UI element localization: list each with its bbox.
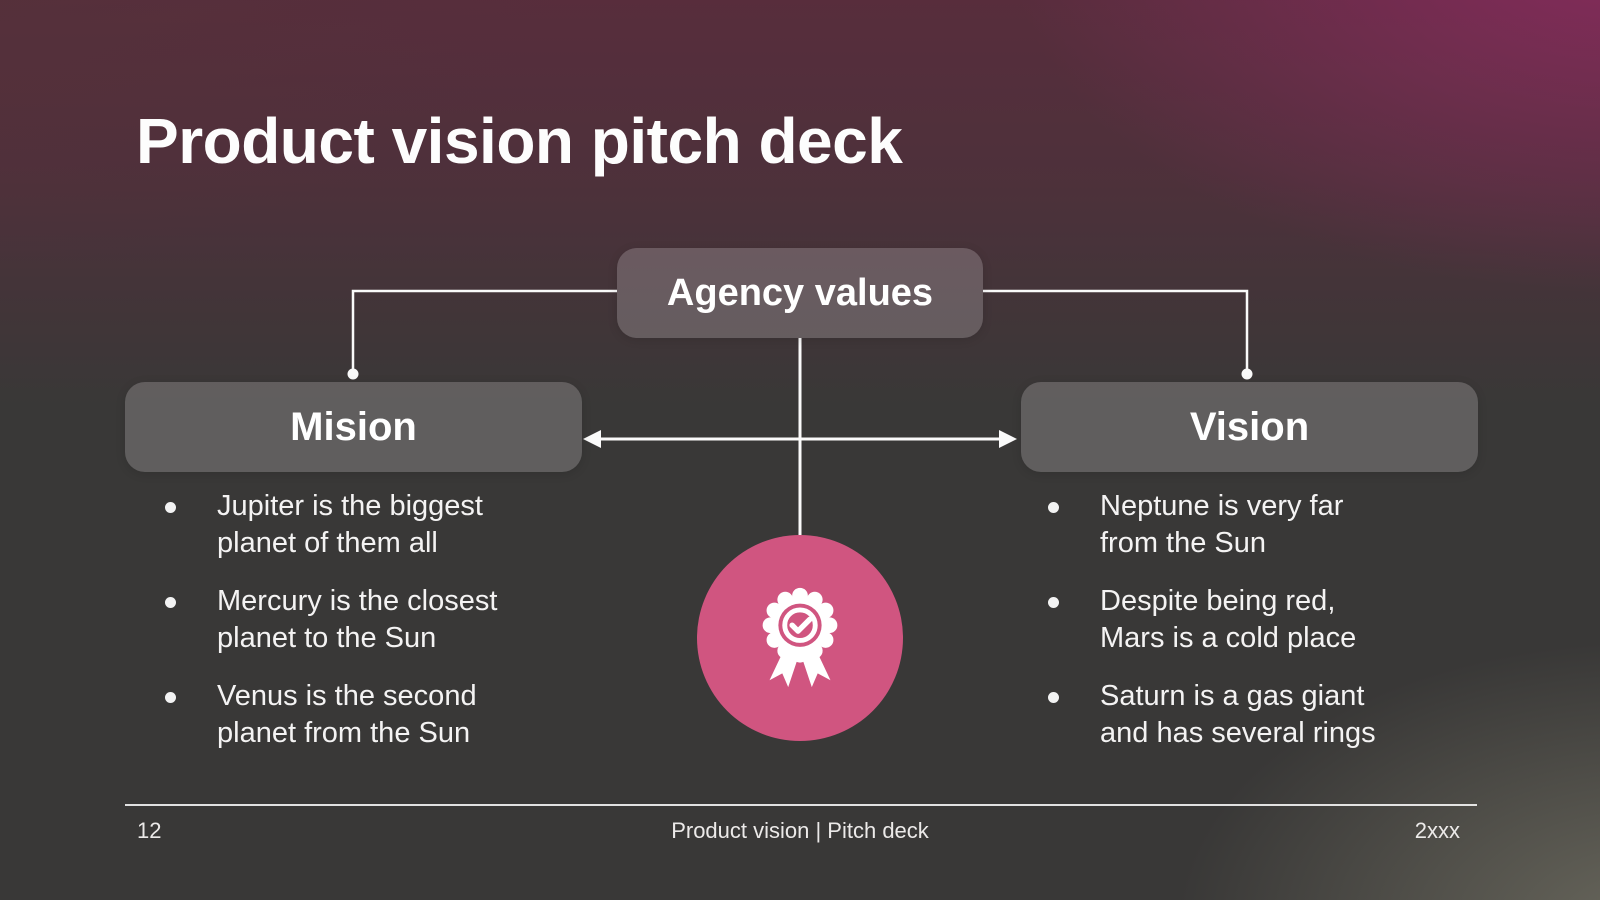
award-badge[interactable] <box>697 535 903 741</box>
list-item: Jupiter is the biggest planet of them al… <box>165 488 595 562</box>
bullet-text: Saturn is a gas giant and has several ri… <box>1100 680 1376 749</box>
list-item: Mercury is the closest planet to the Sun <box>165 583 595 657</box>
ribbon-tails <box>769 644 831 688</box>
vision-bullet-list[interactable]: Neptune is very far from the Sun Despite… <box>1048 488 1478 773</box>
bullet-dot-icon <box>165 597 176 608</box>
bullet-text: Despite being red, Mars is a cold place <box>1100 585 1357 654</box>
page-number: 12 <box>137 818 162 843</box>
award-badge-icon <box>762 587 838 688</box>
arrowhead-left-icon <box>583 430 601 448</box>
mision-bullet-list[interactable]: Jupiter is the biggest planet of them al… <box>165 488 595 773</box>
bullet-dot-icon <box>165 502 176 513</box>
bullet-text: Venus is the second planet from the Sun <box>217 680 477 749</box>
checkmark-icon <box>789 616 813 634</box>
elbow-connector-left <box>351 289 617 369</box>
bullet-dot-icon <box>1048 502 1059 513</box>
list-item: Saturn is a gas giant and has several ri… <box>1048 678 1478 752</box>
list-item: Despite being red, Mars is a cold place <box>1048 583 1478 657</box>
footer-divider <box>125 804 1477 806</box>
footer-title: Product vision | Pitch deck <box>671 818 929 843</box>
list-item: Venus is the second planet from the Sun <box>165 678 595 752</box>
agency-values-label: Agency values <box>666 271 934 314</box>
agency-values-box[interactable]: Agency values <box>617 248 983 338</box>
elbow-connector-right <box>983 289 1249 369</box>
slide-title[interactable]: Product vision pitch deck <box>136 105 903 177</box>
badge-ring <box>782 607 818 643</box>
list-item: Neptune is very far from the Sun <box>1048 488 1478 562</box>
vision-label: Vision <box>1189 404 1310 449</box>
footer-year: 2xxx <box>1414 818 1460 843</box>
bullet-dot-icon <box>1048 692 1059 703</box>
bullet-text: Neptune is very far from the Sun <box>1100 490 1344 559</box>
mision-label: Mision <box>290 404 417 449</box>
arrowhead-right-icon <box>999 430 1017 448</box>
bullet-text: Mercury is the closest planet to the Sun <box>217 585 498 654</box>
bullet-text: Jupiter is the biggest planet of them al… <box>217 490 483 559</box>
bullet-dot-icon <box>165 692 176 703</box>
connector-dot-left <box>347 368 359 380</box>
bullet-dot-icon <box>1048 597 1059 608</box>
connector-dot-right <box>1241 368 1253 380</box>
mision-box[interactable]: Mision <box>125 382 582 472</box>
vision-box[interactable]: Vision <box>1021 382 1478 472</box>
